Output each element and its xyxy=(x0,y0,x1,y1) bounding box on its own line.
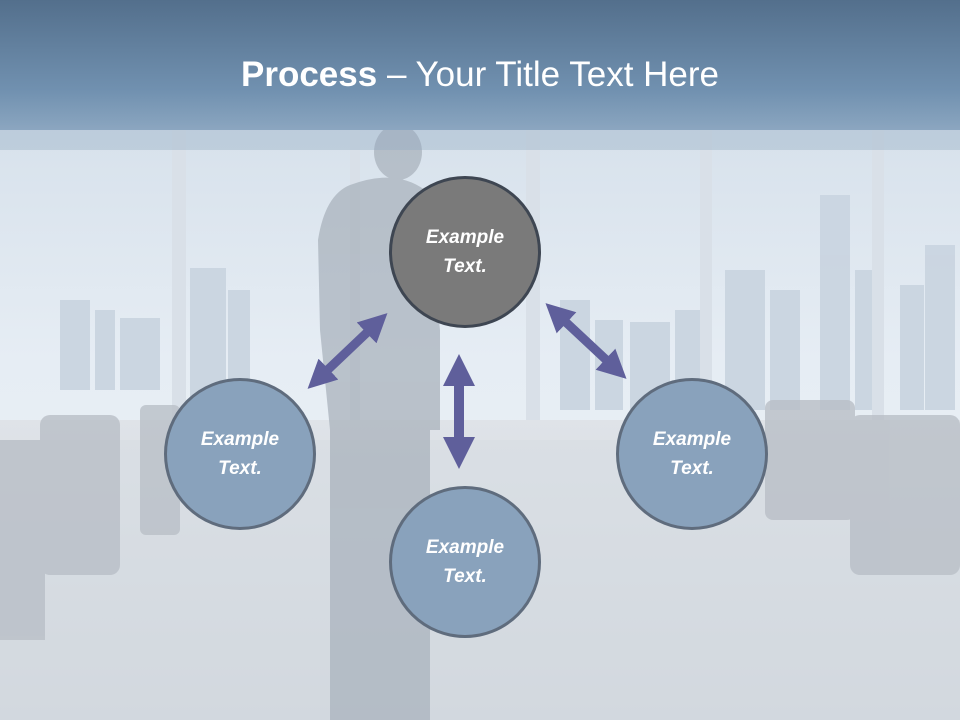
node-bottom-line1: Example xyxy=(425,537,505,558)
node-left-line1: Example xyxy=(200,429,280,450)
node-top-line2: Text. xyxy=(443,256,487,277)
node-left-line2: Text. xyxy=(218,458,262,479)
arrow-top-left xyxy=(307,313,388,389)
title-rest: – Your Title Text Here xyxy=(377,55,719,94)
node-left: Example Text. xyxy=(164,378,316,530)
node-top-line1: Example xyxy=(425,227,505,248)
arrow-top-right xyxy=(545,303,627,379)
node-bottom: Example Text. xyxy=(389,486,541,638)
slide-title: Process – Your Title Text Here xyxy=(0,50,960,100)
title-strong: Process xyxy=(241,55,378,94)
node-top: Example Text. xyxy=(389,176,541,328)
node-right-line2: Text. xyxy=(670,458,714,479)
node-right-line1: Example xyxy=(652,429,732,450)
node-bottom-line2: Text. xyxy=(443,566,487,587)
node-right: Example Text. xyxy=(616,378,768,530)
